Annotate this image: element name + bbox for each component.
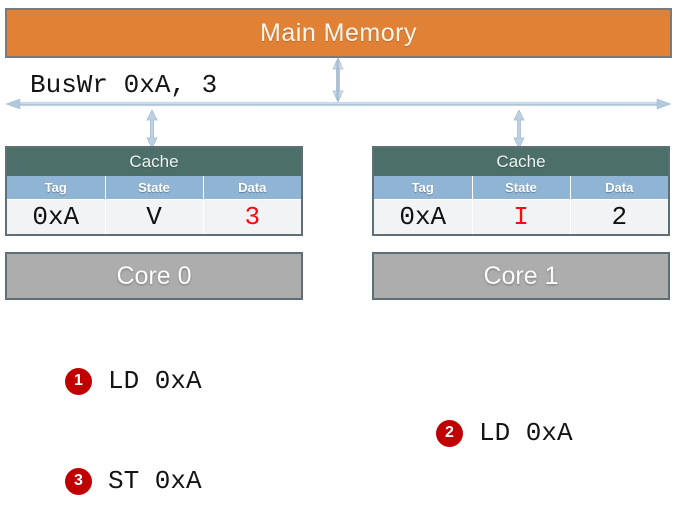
cache-col-data-1: Data (570, 176, 668, 200)
instruction-item-2: 2 LD 0xA (436, 418, 573, 448)
cache-col-tag-0: Tag (7, 176, 106, 200)
cache-header-row-0: Tag State Data (7, 176, 301, 200)
core-label-1: Core 1 (483, 261, 559, 290)
instruction-text-2: LD 0xA (479, 418, 573, 448)
bus-cache1-arrow (513, 110, 525, 148)
cache-data-value-0: 3 (203, 199, 301, 234)
instruction-item-3: 3 ST 0xA (65, 466, 202, 496)
bus-cache0-arrow (146, 110, 158, 148)
cache-state-value-1: I (472, 199, 571, 234)
cache-col-state-0: State (105, 176, 204, 200)
instruction-item-1: 1 LD 0xA (65, 366, 202, 396)
cache-state-value-0: V (105, 199, 204, 234)
system-bus-line (6, 99, 671, 109)
cache-col-tag-1: Tag (374, 176, 473, 200)
cache-title-1: Cache (374, 148, 668, 176)
unit-core1: Cache Tag State Data 0xA I 2 Core 1 (372, 146, 670, 300)
cache-tag-value-1: 0xA (374, 199, 473, 234)
instruction-text-1: LD 0xA (108, 366, 202, 396)
instruction-badge-3: 3 (65, 467, 92, 495)
cache-table-0: Tag State Data 0xA V 3 (7, 176, 301, 234)
cache-tag-value-0: 0xA (7, 199, 106, 234)
cache-col-data-0: Data (203, 176, 301, 200)
cache-value-row-0: 0xA V 3 (7, 199, 301, 234)
instruction-text-3: ST 0xA (108, 466, 202, 496)
cache-title-0: Cache (7, 148, 301, 176)
cache-header-row-1: Tag State Data (374, 176, 668, 200)
unit-core0: Cache Tag State Data 0xA V 3 Core 0 (5, 146, 303, 300)
cache-block-1: Cache Tag State Data 0xA I 2 (372, 146, 670, 236)
bus-arrow-left (6, 99, 21, 109)
core-label-0: Core 0 (116, 261, 192, 290)
cache-data-value-1: 2 (570, 199, 668, 234)
bus-transaction-label: BusWr 0xA, 3 (30, 70, 218, 100)
cache-block-0: Cache Tag State Data 0xA V 3 (5, 146, 303, 236)
cache-col-state-1: State (472, 176, 571, 200)
main-memory-label: Main Memory (260, 18, 417, 47)
memory-bus-arrow (332, 58, 344, 102)
cache-value-row-1: 0xA I 2 (374, 199, 668, 234)
cache-table-1: Tag State Data 0xA I 2 (374, 176, 668, 234)
instruction-badge-1: 1 (65, 367, 92, 395)
core-block-1: Core 1 (372, 252, 670, 300)
bus-arrow-right (656, 99, 671, 109)
main-memory-block: Main Memory (5, 8, 672, 58)
core-block-0: Core 0 (5, 252, 303, 300)
instruction-badge-2: 2 (436, 419, 463, 447)
